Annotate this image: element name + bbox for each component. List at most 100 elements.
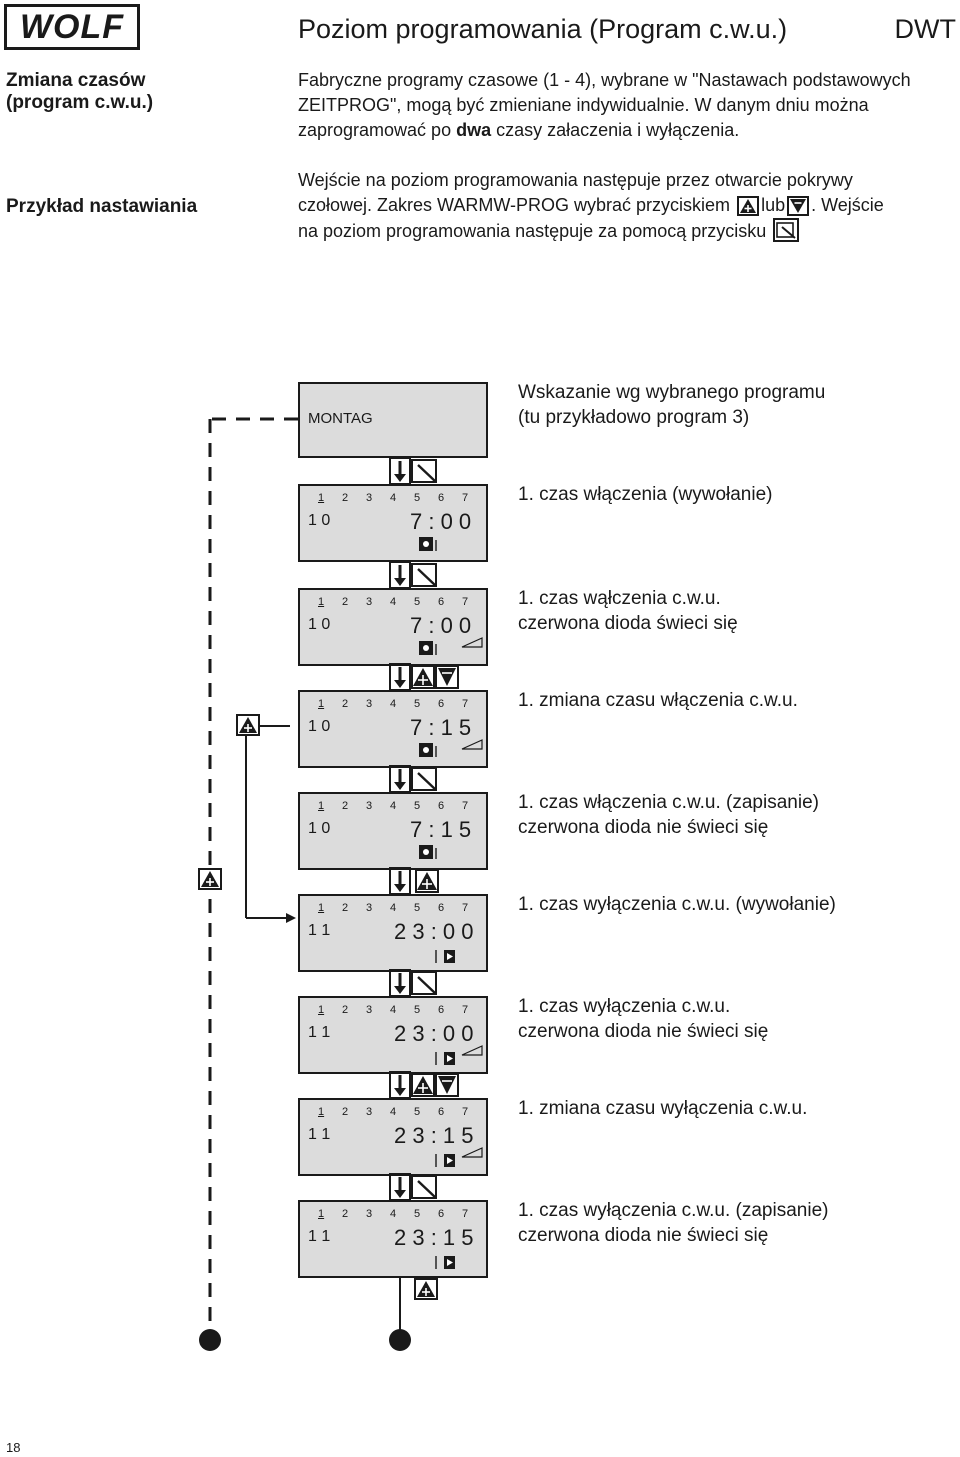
lcd-day-number: 4 [390, 698, 397, 710]
lcd-day-number: 7 [462, 800, 469, 812]
lcd-day-number: 5 [414, 1004, 421, 1016]
lcd-day-number: 6 [438, 492, 445, 504]
lcd-day-number: 4 [390, 1208, 397, 1220]
lcd-display-montag: MONTAG [298, 382, 488, 458]
lcd-program-number: 1 1 [308, 1024, 331, 1041]
para-text: lub [761, 195, 786, 215]
para-line: Wejście na poziom programowania następuj… [298, 170, 853, 190]
lcd-day-number: 1 [318, 800, 325, 812]
lcd-program-number: 1 0 [308, 512, 331, 529]
para-text: zaprogramować po [298, 120, 457, 140]
lcd-day-number: 3 [366, 1208, 373, 1220]
off-marker-icon [432, 1254, 460, 1275]
plus-button-icon [198, 868, 222, 890]
caption-line: 1. czas wąłczenia c.w.u. [518, 588, 721, 609]
lcd-day-number: 1 [318, 1004, 325, 1016]
lcd-time: 2 3 : 0 0 [394, 1021, 474, 1046]
step-caption: 1. czas wyłączenia c.w.u. (zapisanie)cze… [518, 1198, 828, 1248]
plus-up-button-icon [737, 196, 760, 216]
lcd-day-number: 2 [342, 596, 349, 608]
step-caption: 1. czas wyłączenia c.w.u.czerwona dioda … [518, 994, 768, 1044]
lcd-time: 2 3 : 1 5 [394, 1123, 474, 1148]
page-number: 18 [6, 1440, 21, 1455]
minus-down-button-icon [787, 196, 810, 216]
para-line: ZEITPROG", mogą być zmieniane indywidual… [298, 95, 869, 115]
lcd-program-number: 1 0 [308, 820, 331, 837]
red-led-indicator-icon [460, 738, 484, 755]
para-line: czołowej. Zakres WARMW-PROG wybrać przyc… [298, 193, 958, 218]
lcd-day-number: 3 [366, 596, 373, 608]
lcd-day-number: 2 [342, 902, 349, 914]
lcd-day-number: 2 [342, 492, 349, 504]
lcd-day-number: 3 [366, 698, 373, 710]
wolf-logo: WOLF [4, 4, 140, 50]
caption-line: 1. czas wyłączenia c.w.u. [518, 996, 731, 1017]
lcd-day-number: 6 [438, 1208, 445, 1220]
lcd-day-number: 7 [462, 492, 469, 504]
lcd-day-number: 2 [342, 698, 349, 710]
lcd-day-number: 6 [438, 902, 445, 914]
paragraph-entry: Wejście na poziom programowania następuj… [298, 168, 958, 244]
side-label-example: Przykład nastawiania [6, 196, 198, 217]
caption-line: czerwona dioda nie świeci się [518, 817, 769, 838]
lcd-day-number: 4 [390, 902, 397, 914]
lcd-day-number: 5 [414, 902, 421, 914]
para-text: na poziom programowania następuje za pom… [298, 221, 767, 241]
lcd-day-number: 5 [414, 800, 421, 812]
lcd-day-number: 3 [366, 492, 373, 504]
lcd-day-number: 4 [390, 596, 397, 608]
lcd-day-number: 5 [414, 492, 421, 504]
key-cluster [388, 1070, 468, 1105]
key-cluster [388, 1172, 468, 1207]
caption-line: 1. czas włączenia c.w.u. (zapisanie) [518, 792, 819, 813]
lcd-day-number: 2 [342, 1106, 349, 1118]
caption-intro: Wskazanie wg wybranego programu (tu przy… [518, 380, 825, 430]
side-label-line: (program c.w.u.) [6, 92, 154, 113]
program-button-icon [773, 218, 800, 242]
lcd-day-number: 7 [462, 698, 469, 710]
caption-line: 1. czas włączenia (wywołanie) [518, 484, 773, 505]
lcd-time: 7 : 0 0 [410, 509, 472, 534]
lcd-day-number: 3 [366, 1004, 373, 1016]
lcd-day-number: 2 [342, 1208, 349, 1220]
lcd-day-number: 4 [390, 1004, 397, 1016]
sun-tap-icon [418, 742, 440, 763]
lcd-day-number: 6 [438, 596, 445, 608]
key-cluster [388, 662, 468, 697]
lcd-day-number: 5 [414, 1106, 421, 1118]
lcd-program-number: 1 1 [308, 1126, 331, 1143]
red-led-indicator-icon [460, 636, 484, 653]
sun-tap-icon [418, 640, 440, 661]
caption-line: czerwona dioda świeci się [518, 613, 738, 634]
off-marker-icon [432, 1152, 460, 1173]
key-cluster [388, 456, 468, 491]
lcd-day-number: 7 [462, 1208, 469, 1220]
lcd-day-number: 1 [318, 698, 325, 710]
para-line: Fabryczne programy czasowe (1 - 4), wybr… [298, 70, 911, 90]
lcd-day-number: 7 [462, 902, 469, 914]
lcd-day-number: 2 [342, 1004, 349, 1016]
lcd-day-number: 6 [438, 698, 445, 710]
caption-line: 1. czas wyłączenia c.w.u. (wywołanie) [518, 894, 836, 915]
lcd-day-number: 5 [414, 698, 421, 710]
plus-button-icon [414, 1278, 438, 1300]
caption-line: 1. zmiana czasu włączenia c.w.u. [518, 690, 798, 711]
caption-line: Wskazanie wg wybranego programu [518, 382, 826, 403]
lcd-time: 7 : 1 5 [410, 715, 472, 740]
lcd-day-number: 1 [318, 902, 325, 914]
lcd-day-number: 1 [318, 492, 325, 504]
side-label-line: Zmiana czasów [6, 70, 146, 91]
caption-line: czerwona dioda nie świeci się [518, 1225, 769, 1246]
lcd-day-text: MONTAG [308, 410, 373, 427]
page-title: Poziom programowania (Program c.w.u.) [298, 14, 788, 44]
